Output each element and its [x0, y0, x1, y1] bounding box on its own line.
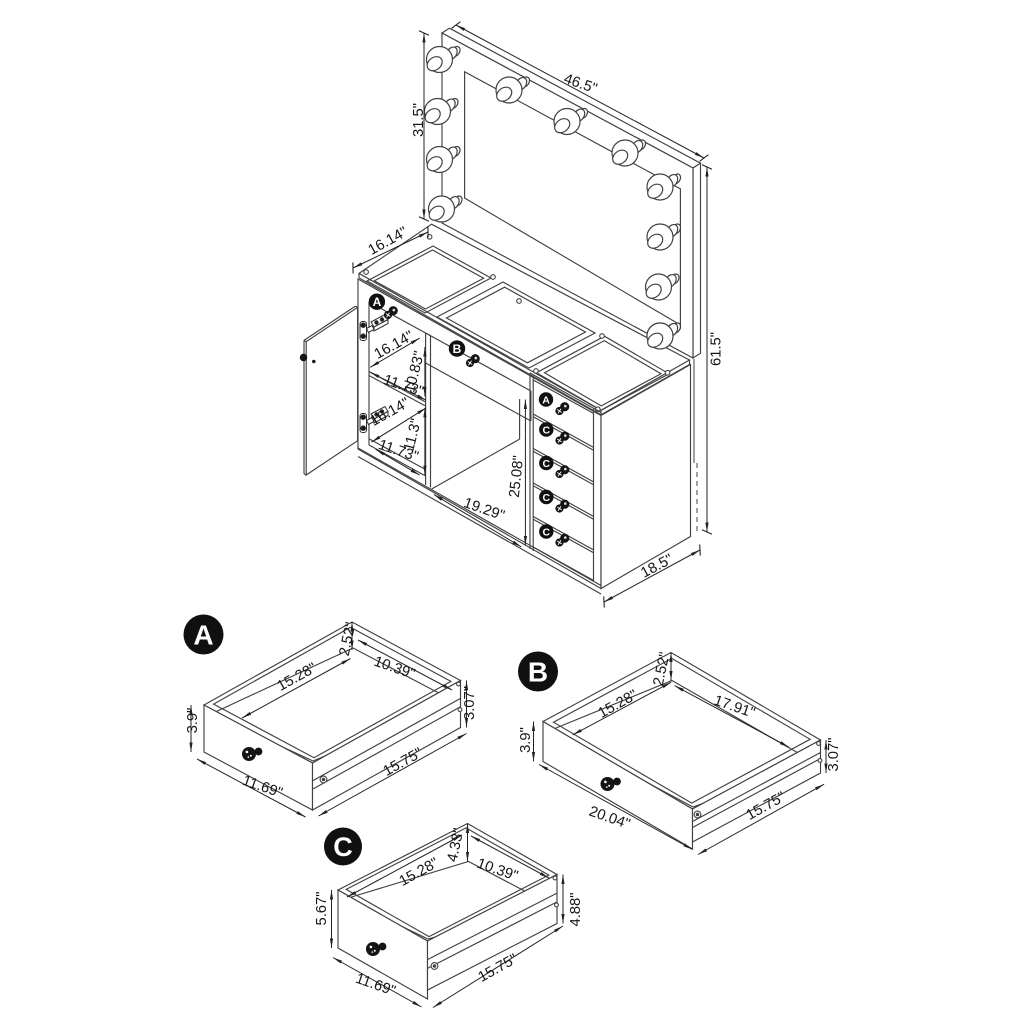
svg-text:C: C — [543, 526, 551, 538]
svg-text:C: C — [543, 424, 551, 436]
svg-text:C: C — [543, 492, 551, 504]
svg-text:3.9": 3.9" — [185, 708, 201, 734]
svg-text:C: C — [543, 458, 551, 470]
svg-text:A: A — [193, 620, 213, 651]
svg-text:A: A — [373, 295, 382, 309]
svg-text:31.5": 31.5" — [411, 103, 427, 137]
svg-text:61.5": 61.5" — [708, 332, 724, 366]
svg-text:4.88": 4.88" — [568, 892, 584, 926]
svg-text:B: B — [528, 657, 548, 688]
svg-text:C: C — [333, 832, 353, 862]
svg-text:3.07": 3.07" — [462, 686, 478, 720]
svg-text:3.07": 3.07" — [826, 737, 842, 771]
svg-text:5.67": 5.67" — [314, 891, 330, 925]
svg-text:B: B — [453, 342, 462, 356]
svg-text:3.9": 3.9" — [518, 727, 534, 753]
svg-text:A: A — [542, 394, 550, 406]
